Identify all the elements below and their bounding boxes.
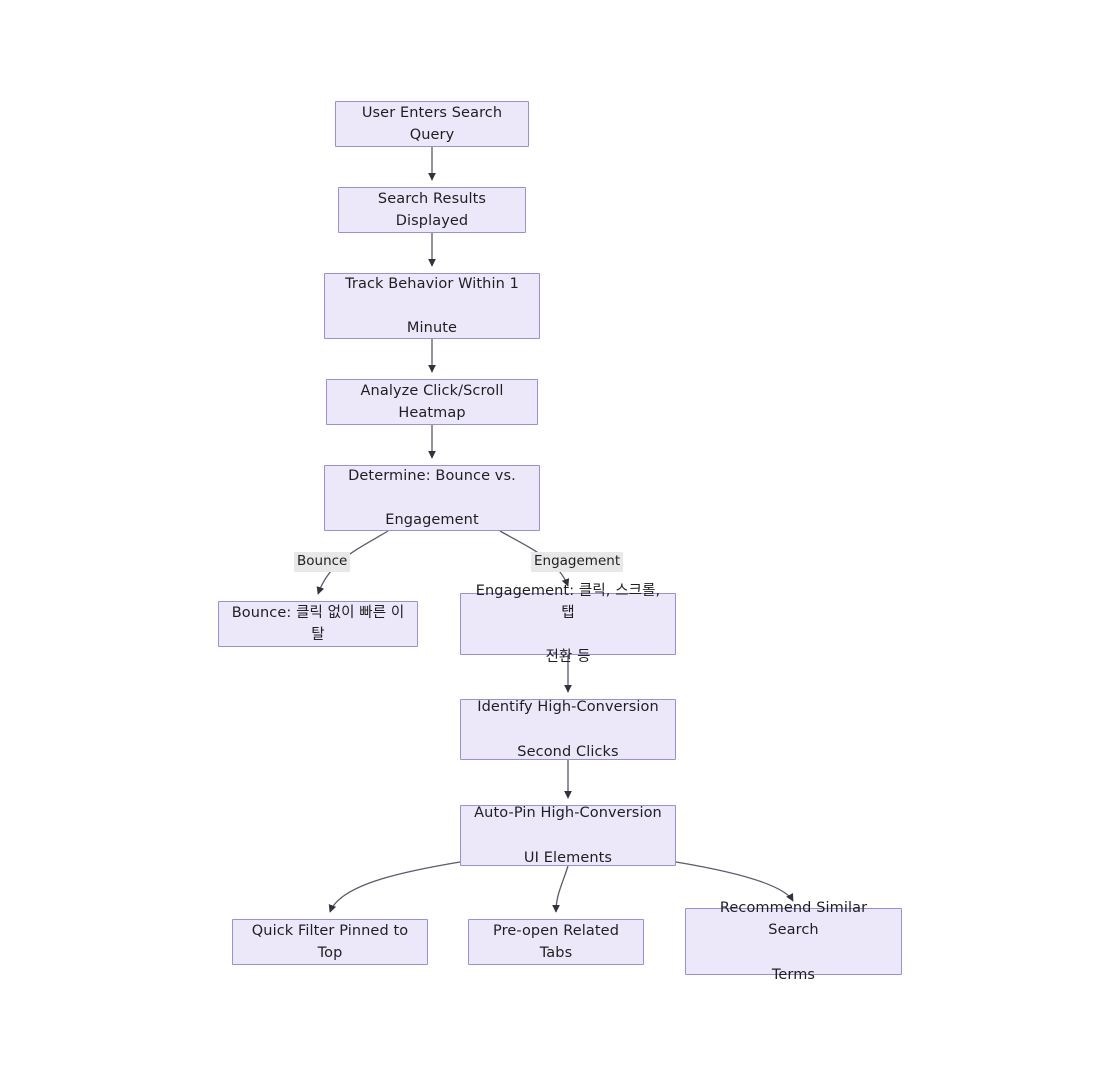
node-user-enters-search-query[interactable]: User Enters Search Query [335,101,529,147]
node-bounce-detail[interactable]: Bounce: 클릭 없이 빠른 이탈 [218,601,418,647]
node-analyze-heatmap[interactable]: Analyze Click/Scroll Heatmap [326,379,538,425]
node-search-results-displayed[interactable]: Search Results Displayed [338,187,526,233]
node-quick-filter-pinned-to-top[interactable]: Quick Filter Pinned to Top [232,919,428,965]
edge-label-bounce: Bounce [294,552,351,572]
node-label-line2: Engagement [385,512,479,529]
edge-n9-n10 [328,861,461,913]
node-label: User Enters Search Query [361,104,503,143]
node-auto-pin-ui-elements[interactable]: Auto-Pin High-Conversion UI Elements [460,805,676,866]
node-label-line1: Determine: Bounce vs. [348,467,516,484]
node-label-line1: Identify High-Conversion [477,699,659,716]
node-label: Auto-Pin High-Conversion UI Elements [471,802,665,868]
node-label: Analyze Click/Scroll Heatmap [360,382,504,421]
node-label-line1: Track Behavior Within 1 [345,275,519,292]
node-label: Bounce: 클릭 없이 빠른 이탈 [231,604,405,643]
node-label-line2: Terms [771,966,816,983]
node-label-line2: Minute [406,320,458,337]
node-label-line1: Auto-Pin High-Conversion [474,805,662,822]
node-label-line2: UI Elements [523,849,613,866]
node-label-line1: Engagement: 클릭, 스크롤, 탭 [475,582,661,621]
node-label-line2: 전환 등 [545,649,591,666]
node-determine-bounce-vs-engagement[interactable]: Determine: Bounce vs. Engagement [324,465,540,531]
node-track-behavior[interactable]: Track Behavior Within 1 Minute [324,273,540,339]
node-label: Quick Filter Pinned to Top [251,922,409,961]
node-label-line2: Second Clicks [517,743,619,760]
node-label: Pre-open Related Tabs [492,922,620,961]
edge-label-engagement: Engagement [531,552,624,572]
node-label-line1: Recommend Similar Search [719,900,868,939]
node-pre-open-related-tabs[interactable]: Pre-open Related Tabs [468,919,644,965]
node-label: Track Behavior Within 1 Minute [335,273,529,339]
edge-n9-n11 [552,865,569,913]
node-label: Determine: Bounce vs. Engagement [335,465,529,531]
edge-n9-n12 [675,861,794,902]
node-label: Search Results Displayed [377,190,487,229]
